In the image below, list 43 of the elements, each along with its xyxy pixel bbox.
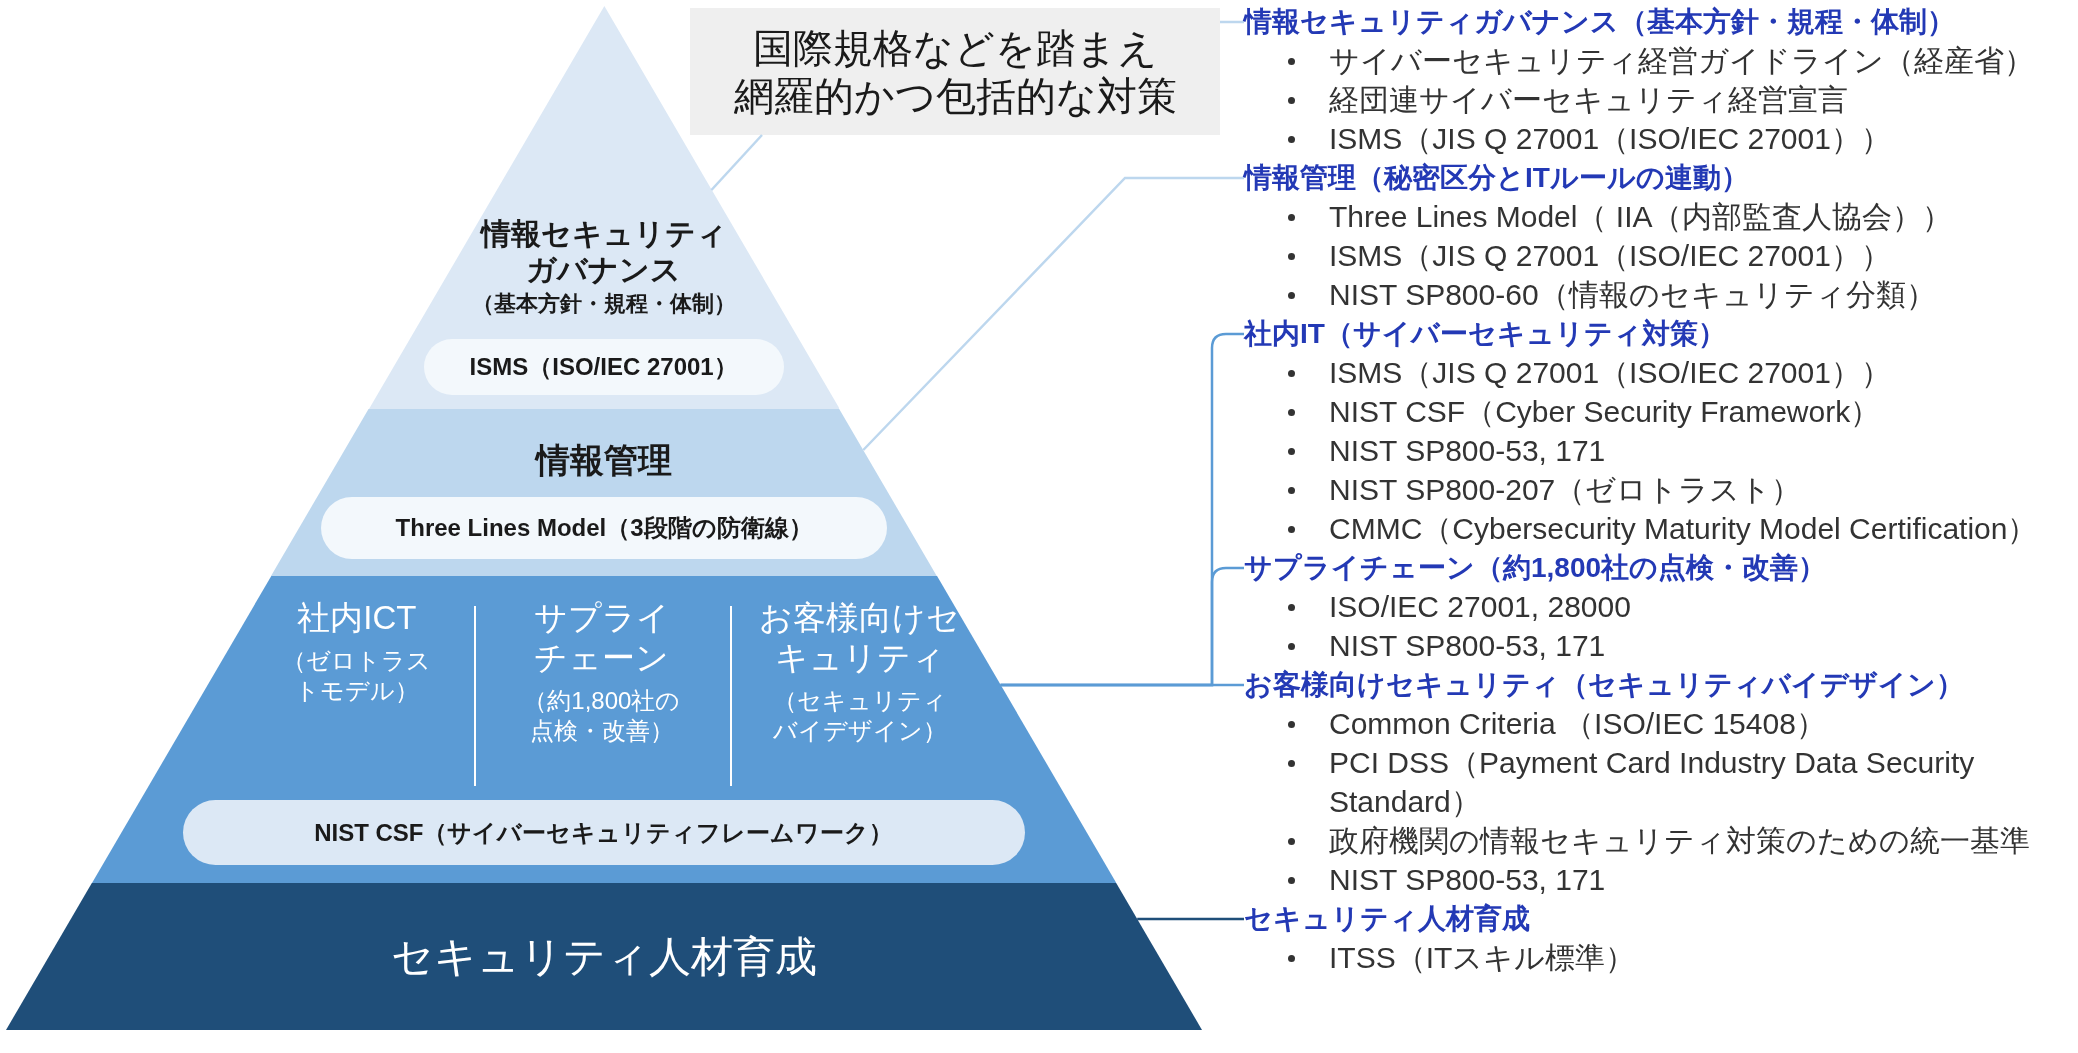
list-item: Common Criteria （ISO/IEC 15408）	[1329, 706, 1827, 742]
column-subtitle: （ゼロトラストモデル）	[281, 646, 433, 706]
leader-line	[1220, 20, 1244, 24]
list-heading: 情報管理（秘密区分とITルールの連動）	[1244, 161, 1750, 195]
label-pill: NIST CSF（サイバーセキュリティフレームワーク）	[182, 800, 1025, 865]
list-heading: お客様向けセキュリティ（セキュリティバイデザイン）	[1244, 668, 1965, 702]
list-item: PCI DSS（Payment Card Industry Data Security Standard）	[1329, 745, 1976, 820]
list-item: ISMS（JIS Q 27001（ISO/IEC 27001））	[1329, 121, 1892, 157]
tier-title: 情報管理	[536, 440, 672, 481]
list-item: 経団連サイバーセキュリティ経営宣言	[1329, 82, 1849, 118]
tier-title: 情報セキュリティガバナンス	[479, 216, 728, 288]
column-subtitle: （セキュリティバイデザイン）	[771, 686, 948, 746]
tier-title: セキュリティ人材育成	[391, 931, 817, 982]
column-title: サプライチェーン	[532, 598, 671, 678]
list-item: ISMS（JIS Q 27001（ISO/IEC 27001））	[1329, 355, 1892, 391]
leader-line	[862, 176, 1244, 451]
column-subtitle: （約1,800社の点検・改善）	[522, 686, 682, 746]
list-item: NIST SP800-53, 171	[1329, 628, 1607, 664]
list-item: NIST SP800-53, 171	[1329, 433, 1607, 469]
tier-subtitle: （基本方針・規程・体制）	[472, 290, 736, 318]
list-heading: セキュリティ人材育成	[1244, 902, 1531, 936]
list-item: ISMS（JIS Q 27001（ISO/IEC 27001））	[1329, 238, 1892, 274]
list-heading: 社内IT（サイバーセキュリティ対策）	[1244, 317, 1727, 351]
callout-box: 国際規格などを踏まえ網羅的かつ包括的な対策	[690, 8, 1220, 135]
leader-line	[1000, 683, 1244, 687]
leader-line	[1137, 917, 1244, 921]
list-item: ITSS（ITスキル標準）	[1329, 940, 1637, 976]
list-heading: 情報セキュリティガバナンス（基本方針・規程・体制）	[1244, 5, 1956, 39]
list-item: サイバーセキュリティ経営ガイドライン（経産省）	[1329, 43, 2035, 79]
list-item: 政府機関の情報セキュリティ対策のための統一基準	[1329, 823, 2031, 859]
label-pill: ISMS（ISO/IEC 27001）	[423, 339, 784, 395]
column-title: お客様向けセキュリティ	[758, 598, 962, 678]
list-item: NIST SP800-60（情報のセキュリティ分類）	[1329, 277, 1937, 313]
list-item: NIST CSF（Cyber Security Framework）	[1329, 394, 1882, 430]
list-item: ISO/IEC 27001, 28000	[1329, 589, 1632, 625]
column-title: 社内ICT	[297, 598, 417, 638]
leader-line	[710, 134, 763, 191]
list-heading: サプライチェーン（約1,800社の点検・改善）	[1244, 551, 1828, 585]
label-pill: Three Lines Model（3段階の防衛線）	[321, 497, 888, 559]
list-item: NIST SP800-207（ゼロトラスト）	[1329, 472, 1803, 508]
list-item: Three Lines Model（ IIA（内部監査人協会））	[1329, 199, 1954, 235]
list-item: CMMC（Cybersecurity Maturity Model Certification）	[1329, 511, 2039, 547]
list-item: NIST SP800-53, 171	[1329, 862, 1607, 898]
